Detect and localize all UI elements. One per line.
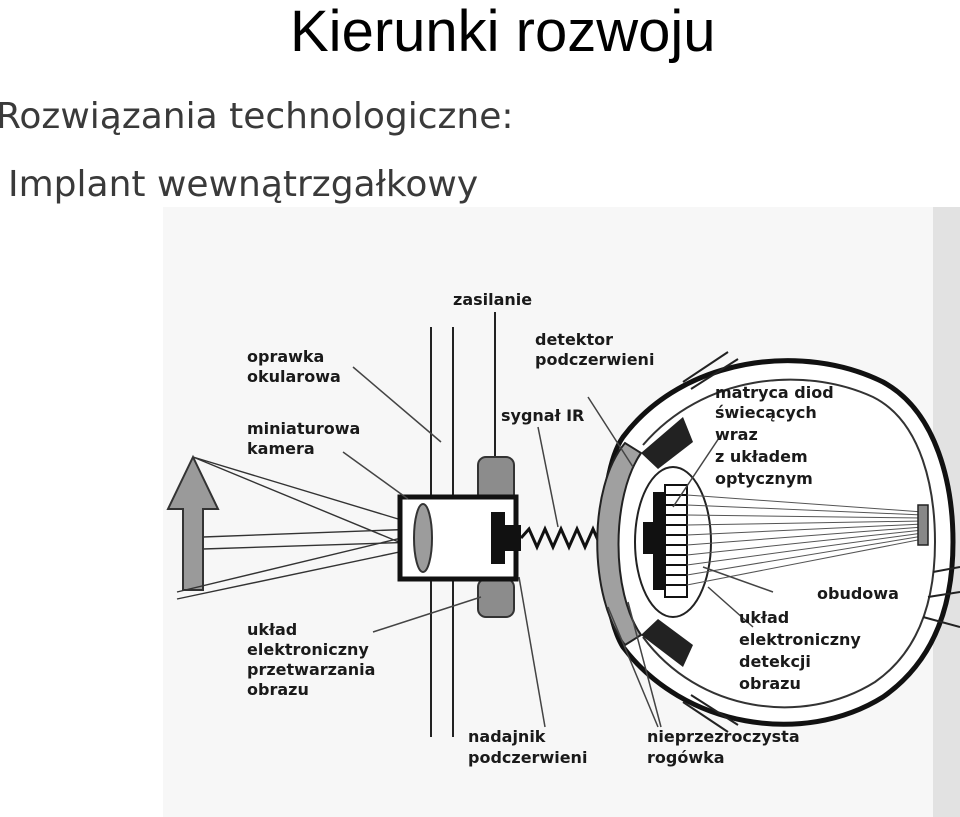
ir-transmitter xyxy=(505,525,521,551)
eye xyxy=(596,351,956,733)
retina-rays xyxy=(686,494,924,586)
label-kamera-line1: miniaturowa xyxy=(247,419,360,438)
label-detektor-line2: podczerwieni xyxy=(535,350,654,369)
power-module-bottom xyxy=(477,578,515,618)
label-sygnal-ir: sygnał IR xyxy=(501,406,584,425)
label-nadajnik-line2: podczerwieni xyxy=(468,748,587,767)
label-uklad-przetw-line1: układ xyxy=(247,620,297,639)
label-oprawka-line2: okularowa xyxy=(247,367,341,386)
retina-target xyxy=(917,504,929,546)
label-uklad-przetw-line3: przetwarzania xyxy=(247,660,375,679)
subtitle-line-2: Implant wewnątrzgałkowy xyxy=(8,164,479,205)
camera-lens xyxy=(413,503,433,573)
slide-title: Kierunki rozwoju xyxy=(290,0,716,64)
label-uklad-przetw-line4: obrazu xyxy=(247,680,309,699)
label-uklad-detek-line4: obrazu xyxy=(739,674,801,693)
diagram-canvas: zasilanie detektor podczerwieni oprawka … xyxy=(163,207,960,817)
subtitle-line-1: Rozwiązania technologiczne: xyxy=(0,96,514,137)
label-zasilanie: zasilanie xyxy=(453,290,532,309)
leader-lines xyxy=(342,366,774,728)
label-obudowa: obudowa xyxy=(817,584,899,603)
label-nadajnik-line1: nadajnik xyxy=(468,727,546,746)
label-matryca-line5: optycznym xyxy=(715,469,813,488)
label-uklad-przetw-line2: elektroniczny xyxy=(247,640,369,659)
eye-implant-diagram: zasilanie detektor podczerwieni oprawka … xyxy=(163,207,960,817)
label-rogowka-line1: nieprzezroczysta xyxy=(647,727,800,746)
label-uklad-detek-line1: układ xyxy=(739,608,789,627)
label-uklad-detek-line3: detekcji xyxy=(739,652,811,671)
camera-sensor-chip xyxy=(491,512,505,564)
label-matryca-line2: świecących xyxy=(715,403,817,422)
object-arrow xyxy=(166,454,220,591)
light-rays xyxy=(176,456,494,600)
label-kamera-line2: kamera xyxy=(247,439,315,458)
label-uklad-detek-line2: elektroniczny xyxy=(739,630,861,649)
label-matryca-line3: wraz xyxy=(715,425,758,444)
label-matryca-line1: matryca diod xyxy=(715,383,834,402)
label-detektor-line1: detektor xyxy=(535,330,613,349)
implant-housing xyxy=(634,466,712,618)
label-rogowka-line2: rogówka xyxy=(647,748,725,767)
label-matryca-line4: z układem xyxy=(715,447,808,466)
led-array xyxy=(643,484,688,598)
optic-nerve xyxy=(922,566,960,628)
label-oprawka-line1: oprawka xyxy=(247,347,324,366)
